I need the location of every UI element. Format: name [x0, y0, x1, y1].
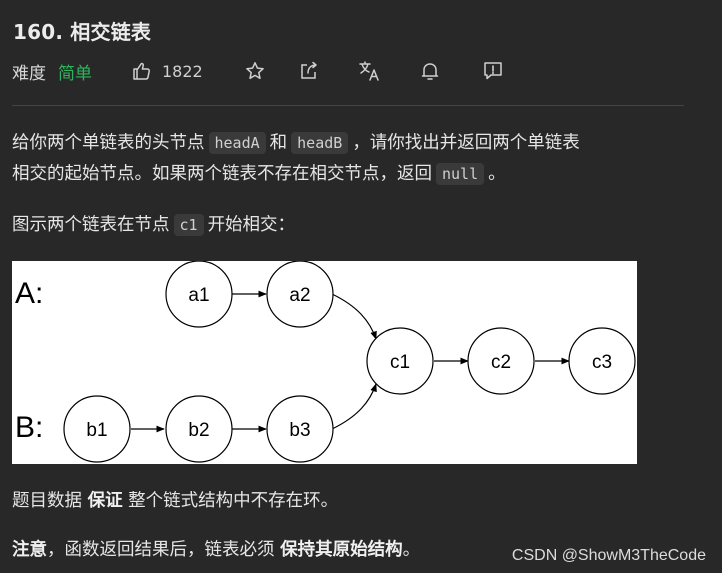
emphasis-note: 注意 — [12, 540, 47, 560]
edge-b3-c1 — [331, 383, 377, 430]
code-headA: headA — [208, 132, 266, 154]
difficulty-badge: 简单 — [58, 63, 92, 84]
translate-button[interactable] — [358, 61, 381, 81]
watermark: CSDN @ShowM3TheCode — [511, 547, 706, 564]
svg-text:a1: a1 — [188, 285, 209, 306]
edge-a2-c1 — [331, 293, 377, 340]
divider — [12, 105, 684, 106]
list-b-label: B: — [15, 411, 43, 444]
difficulty-label: 难度 — [12, 63, 46, 84]
svg-text:a2: a2 — [289, 285, 310, 306]
feedback-icon — [483, 62, 502, 80]
translate-icon — [358, 61, 379, 81]
note-paragraph-1: 题目数据 保证 整个链式结构中不存在环。 — [12, 491, 339, 511]
node-a1: a1 — [165, 261, 233, 328]
thumbs-up-icon — [133, 62, 150, 80]
feedback-button[interactable] — [483, 61, 503, 81]
code-null: null — [436, 163, 485, 185]
svg-text:c2: c2 — [491, 352, 511, 373]
diagram-svg: A: B: a1 a2 b1 — [15, 261, 636, 463]
node-a2: a2 — [266, 261, 334, 328]
note-paragraph-2: 注意，函数返回结果后，链表必须 保持其原始结构。 — [12, 540, 421, 560]
node-b3: b3 — [266, 395, 334, 463]
like-count: 1822 — [162, 61, 203, 81]
star-icon — [245, 62, 264, 80]
favorite-button[interactable] — [245, 61, 265, 81]
svg-text:b1: b1 — [86, 420, 107, 441]
emphasis-keep-structure: 保持其原始结构 — [280, 540, 403, 560]
share-icon — [300, 61, 317, 79]
problem-title: 160. 相交链表 — [13, 20, 152, 44]
subscribe-button[interactable] — [421, 61, 439, 81]
node-b2: b2 — [165, 395, 233, 463]
like-button[interactable]: 1822 — [132, 61, 203, 81]
svg-text:b3: b3 — [289, 420, 310, 441]
svg-text:c3: c3 — [592, 352, 612, 373]
node-c3: c3 — [568, 327, 636, 395]
meta-row: 难度 简单 1822 — [12, 58, 503, 84]
node-c1: c1 — [366, 327, 434, 395]
node-b1: b1 — [63, 395, 131, 463]
code-headB: headB — [291, 132, 349, 154]
node-c2: c2 — [467, 327, 535, 395]
svg-text:c1: c1 — [390, 352, 410, 373]
linked-list-diagram: A: B: a1 a2 b1 — [12, 261, 637, 464]
bell-icon — [421, 63, 438, 80]
code-c1: c1 — [173, 214, 204, 236]
svg-text:b2: b2 — [188, 420, 209, 441]
share-button[interactable] — [299, 61, 319, 81]
emphasis-guarantee: 保证 — [87, 491, 123, 511]
list-a-label: A: — [15, 277, 43, 310]
